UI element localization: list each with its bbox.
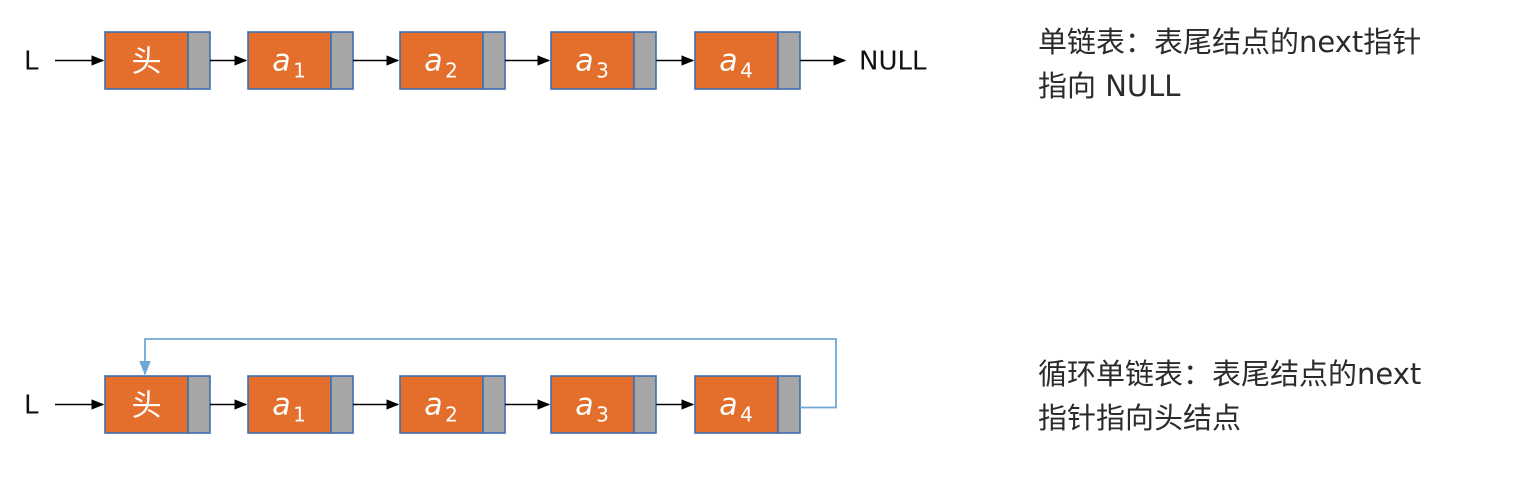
node-label: a: [575, 44, 593, 79]
node-data-field: [399, 31, 484, 90]
node-next-field: [330, 375, 354, 434]
node-label: a: [719, 388, 737, 423]
node-data-field: [694, 375, 779, 434]
singly-node-1: 头: [104, 31, 211, 90]
node-label-subscript: 3: [596, 403, 609, 427]
node-next-field: [187, 31, 211, 90]
node-label-subscript: 2: [445, 59, 458, 83]
node-next-field: [187, 375, 211, 434]
node-data-field: [247, 375, 332, 434]
node-label: a: [719, 44, 737, 79]
description-line-1: 单链表：表尾结点的next指针: [1038, 25, 1422, 59]
node-label-subscript: 1: [293, 403, 306, 427]
singly-head-pointer-label: L: [24, 47, 39, 77]
node-next-field: [633, 31, 657, 90]
node-label: a: [424, 44, 442, 79]
circular-linked-list-description: 循环单链表：表尾结点的next 指针指向头结点: [1038, 352, 1508, 440]
circular-node-1: 头: [104, 375, 211, 434]
node-label-subscript: 4: [740, 403, 753, 427]
node-label: a: [272, 44, 290, 79]
node-label-subscript: 3: [596, 59, 609, 83]
description-line-2: 指针指向头结点: [1038, 401, 1242, 435]
node-label: a: [424, 388, 442, 423]
circular-loop-back-arrow: [139, 338, 837, 409]
node-next-field: [633, 375, 657, 434]
node-label-subscript: 2: [445, 403, 458, 427]
node-next-field: [330, 31, 354, 90]
description-line-1: 循环单链表：表尾结点的next: [1038, 357, 1422, 391]
node-data-field: [104, 375, 189, 434]
node-next-field: [777, 375, 801, 434]
node-next-field: [777, 31, 801, 90]
singly-linked-list-description: 单链表：表尾结点的next指针 指向 NULL: [1038, 20, 1508, 108]
circular-head-pointer-label: L: [24, 391, 39, 421]
node-data-field: [694, 31, 779, 90]
node-label: a: [575, 388, 593, 423]
node-label: a: [272, 388, 290, 423]
node-label: 头: [132, 45, 162, 80]
description-line-2: 指向 NULL: [1038, 69, 1181, 103]
node-label-subscript: 1: [293, 59, 306, 83]
node-data-field: [399, 375, 484, 434]
node-next-field: [482, 31, 506, 90]
node-label: 头: [132, 389, 162, 424]
singly-null-label: NULL: [859, 47, 927, 77]
node-next-field: [482, 375, 506, 434]
node-label-subscript: 4: [740, 59, 753, 83]
